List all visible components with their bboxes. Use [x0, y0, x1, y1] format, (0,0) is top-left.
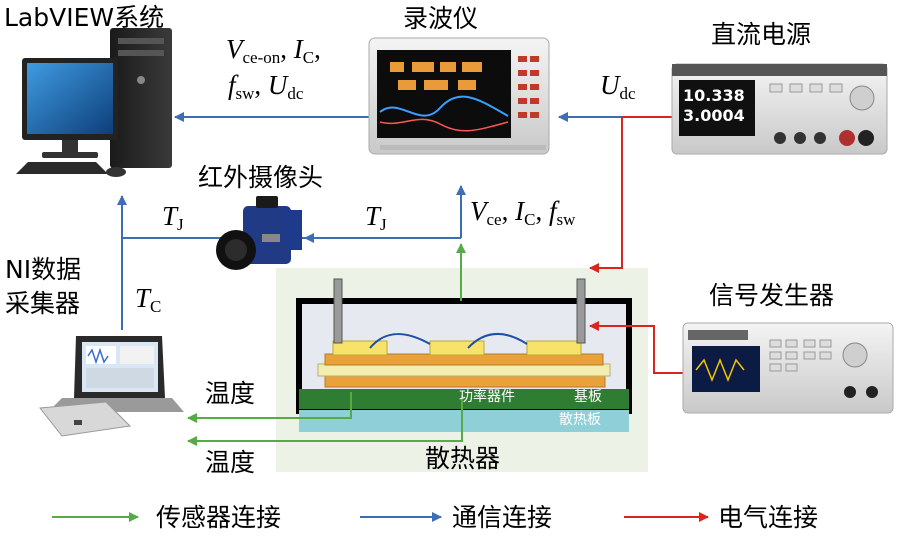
ir-camera-label: 红外摄像头 — [198, 163, 324, 192]
ni-daq-label-1: NI数据 — [5, 255, 82, 284]
chip-3 — [526, 340, 582, 356]
power-device-label: 功率器件 — [459, 389, 515, 405]
dc-supply-label: 直流电源 — [711, 20, 812, 49]
labview-computer-icon — [16, 28, 172, 177]
legend-sensor-label: 传感器连接 — [156, 503, 282, 532]
dc-current-readout: 3.0004 — [683, 106, 745, 125]
substrate-label: 基板 — [574, 389, 602, 405]
dbc-layer-ceramic — [317, 363, 611, 377]
labview-label: LabVIEW系统 — [4, 3, 165, 32]
sensor-line-temp-2 — [187, 395, 463, 446]
ir-camera-icon — [216, 196, 302, 270]
chip-2 — [429, 340, 485, 356]
scope-output-label-1: Vce-on, IC, — [226, 34, 321, 67]
tj-label-right: TJ — [365, 201, 387, 234]
signal-generator-label: 信号发生器 — [709, 281, 835, 310]
module-signals-label: Vce, IC, fsw — [470, 196, 576, 229]
dc-supply-icon — [671, 63, 888, 155]
heat-spreader-layer — [299, 410, 629, 432]
sensor-line-temp-1 — [187, 392, 352, 423]
dbc-layer-upper — [324, 353, 604, 366]
udc-label: Udc — [600, 70, 636, 103]
bond-wire-1 — [369, 332, 431, 349]
tc-label: TC — [135, 283, 162, 316]
signal-generator-icon — [682, 322, 894, 414]
ni-daq-label-2: 采集器 — [5, 289, 81, 318]
legend-comm-label: 通信连接 — [452, 503, 553, 532]
ni-daq-laptop-icon — [39, 336, 184, 437]
heatsink-label: 散热器 — [425, 444, 501, 473]
oscilloscope-icon — [368, 37, 550, 155]
dc-voltage-readout: 10.338 — [683, 86, 745, 105]
temperature-label-1: 温度 — [205, 379, 256, 408]
heat-spreader-label: 散热板 — [559, 412, 601, 428]
tj-label-left: TJ — [162, 201, 184, 234]
scope-output-label-2: fsw, Udc — [228, 70, 304, 103]
electrical-line-dc — [589, 116, 672, 273]
terminal-left — [333, 278, 343, 344]
bond-wire-2 — [467, 332, 528, 349]
dbc-layer-lower — [324, 374, 606, 388]
temperature-label-2: 温度 — [205, 448, 256, 477]
legend-electrical-label: 电气连接 — [718, 503, 819, 532]
substrate-layer — [299, 389, 629, 409]
terminal-right — [576, 278, 586, 344]
oscilloscope-label: 录波仪 — [403, 4, 479, 33]
electrical-line-signal — [589, 321, 684, 374]
